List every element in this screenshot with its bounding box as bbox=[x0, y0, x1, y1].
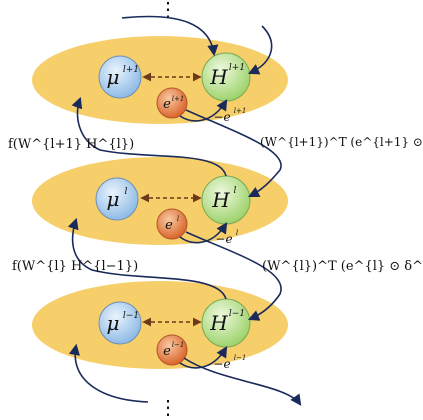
H-sup-middle: l bbox=[234, 186, 237, 196]
mu-symbol-top: μ bbox=[107, 65, 120, 89]
label-error-lower: (W^{l})^T (e^{l} ⊙ δ^{l}) bbox=[262, 259, 423, 274]
e-sup-top: l+1 bbox=[172, 95, 185, 103]
feedforward-in-top bbox=[121, 15, 219, 57]
feedback-in-top bbox=[247, 25, 273, 75]
H-symbol-middle: H bbox=[211, 188, 230, 212]
ellipsis-bottom: ⋮ bbox=[158, 395, 178, 419]
mu-node-top bbox=[98, 55, 142, 99]
error-arrow-bottom bbox=[183, 357, 302, 406]
neg-e-label-middle: −e bbox=[215, 232, 232, 246]
neg-e-sup-middle: l bbox=[236, 229, 238, 237]
e-symbol-bottom: e bbox=[163, 344, 171, 359]
mu-sup-middle: l bbox=[125, 187, 128, 197]
label-error-upper-text: (W^{l+1})^T (e^{l+1} ⊙ δ^{l+1}) bbox=[260, 135, 423, 149]
H-symbol-bottom: H bbox=[209, 311, 228, 335]
mu-sup-bottom: l−1 bbox=[123, 311, 139, 321]
error-to-H-arrow-middle bbox=[179, 222, 228, 244]
prediction-arrow-lower bbox=[67, 217, 227, 300]
label-prediction-lower: f(W^{l} H^{l−1}) bbox=[12, 259, 138, 274]
mu-symbol-middle: μ bbox=[107, 187, 120, 211]
layer-top: μ l+1 H l+1 e l+1 −e l+1 bbox=[32, 36, 288, 124]
error-to-H-arrow-top bbox=[179, 99, 228, 122]
e-sup-bottom: l−1 bbox=[172, 341, 185, 349]
layer-bottom: μ l−1 H l−1 e l−1 −e l−1 bbox=[32, 281, 288, 371]
label-prediction-lower-text: f(W^{l} H^{l−1}) bbox=[12, 259, 138, 274]
ellipsis-top: ⋮ bbox=[158, 0, 178, 21]
H-sup-bottom: l−1 bbox=[229, 309, 245, 319]
mu-sup-top: l+1 bbox=[123, 65, 139, 75]
e-node-bottom bbox=[156, 334, 188, 366]
neg-e-label-top: −e bbox=[213, 110, 230, 124]
label-prediction-upper-text: f(W^{l+1} H^{l}) bbox=[8, 137, 134, 152]
label-prediction-upper: f(W^{l+1} H^{l}) bbox=[8, 137, 134, 152]
e-node-top bbox=[156, 87, 188, 119]
mu-node-bottom bbox=[98, 301, 142, 345]
prediction-arrow-upper bbox=[71, 96, 227, 177]
neg-e-label-bottom: −e bbox=[213, 357, 230, 371]
H-sup-top: l+1 bbox=[229, 63, 245, 73]
label-error-upper: (W^{l+1})^T (e^{l+1} ⊙ δ^{l+1}) bbox=[260, 135, 423, 149]
H-symbol-top: H bbox=[209, 65, 228, 89]
mu-symbol-bottom: μ bbox=[107, 311, 120, 335]
e-sup-middle: l bbox=[177, 215, 179, 223]
mu-node-middle bbox=[95, 177, 139, 221]
neg-e-sup-bottom: l−1 bbox=[234, 354, 247, 362]
e-symbol-middle: e bbox=[165, 218, 173, 233]
e-node-middle bbox=[156, 208, 188, 240]
layer-middle: μ l H l e l −e l bbox=[32, 157, 288, 246]
neg-e-sup-top: l+1 bbox=[234, 107, 247, 115]
e-symbol-top: e bbox=[163, 97, 171, 112]
prediction-arrow-bottom bbox=[68, 343, 149, 403]
error-arrow-lower bbox=[185, 231, 282, 321]
error-arrow-upper bbox=[185, 109, 282, 198]
label-error-lower-text: (W^{l})^T (e^{l} ⊙ δ^{l}) bbox=[262, 259, 423, 274]
